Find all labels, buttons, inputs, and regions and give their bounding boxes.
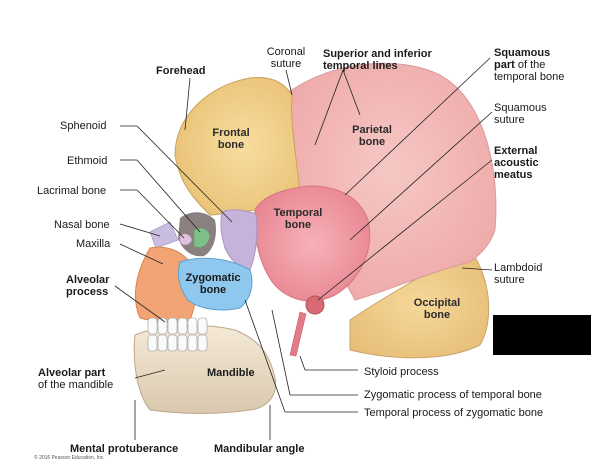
frontal-bone-label: Frontal bone	[212, 127, 250, 151]
parietal-bone-label: Parietal bone	[352, 124, 392, 148]
nasal-bone-shape	[149, 221, 179, 249]
styloid-process-shape	[289, 311, 307, 357]
styloid-process-label: Styloid process	[364, 366, 439, 378]
frontal-bone-shape	[174, 77, 301, 216]
mandible-label: Mandible	[207, 367, 255, 379]
external-acoustic-meatus-label: External acoustic meatus	[494, 145, 539, 181]
redaction-box	[493, 315, 591, 355]
occipital-bone-shape	[349, 249, 490, 359]
coronal-suture-label: Coronal suture	[266, 46, 306, 70]
temporal-lines-label: Superior and inferior temporal lines	[323, 48, 432, 72]
copyright-text: © 2016 Pearson Education, Inc.	[34, 455, 105, 461]
leader-lines	[114, 57, 493, 440]
ethmoid-label: Ethmoid	[67, 155, 108, 167]
nasal-bone-label: Nasal bone	[54, 219, 110, 231]
mandibular-angle-label: Mandibular angle	[214, 443, 305, 455]
zygomatic-process-temporal-label: Zygomatic process of temporal bone	[364, 389, 542, 401]
squamous-suture-label: Squamous suture	[494, 102, 547, 126]
temporal-process-zygomatic-label: Temporal process of zygomatic bone	[364, 407, 544, 419]
teeth-group	[147, 317, 208, 352]
squamous-part-label: Squamous part of the temporal bone	[494, 47, 565, 83]
forehead-label: Forehead	[156, 65, 206, 77]
alveolar-process-label: Alveolar process	[66, 274, 110, 298]
zygomatic-bone-label: Zygomatic bone	[185, 272, 241, 296]
sphenoid-label: Sphenoid	[60, 120, 107, 132]
mental-protuberance-label: Mental protuberance	[70, 443, 179, 455]
ethmoid-bone-shape	[193, 227, 211, 248]
lacrimal-bone-label: Lacrimal bone	[37, 185, 107, 197]
maxilla-label: Maxilla	[76, 238, 111, 250]
external-acoustic-meatus-shape	[305, 295, 325, 315]
zygomatic-bone-shape	[177, 257, 253, 311]
lambdoid-suture-label: Lambdoid suture	[494, 262, 543, 286]
temporal-bone-label: Temporal bone	[273, 207, 323, 231]
occipital-bone-label: Occipital bone	[413, 297, 461, 321]
